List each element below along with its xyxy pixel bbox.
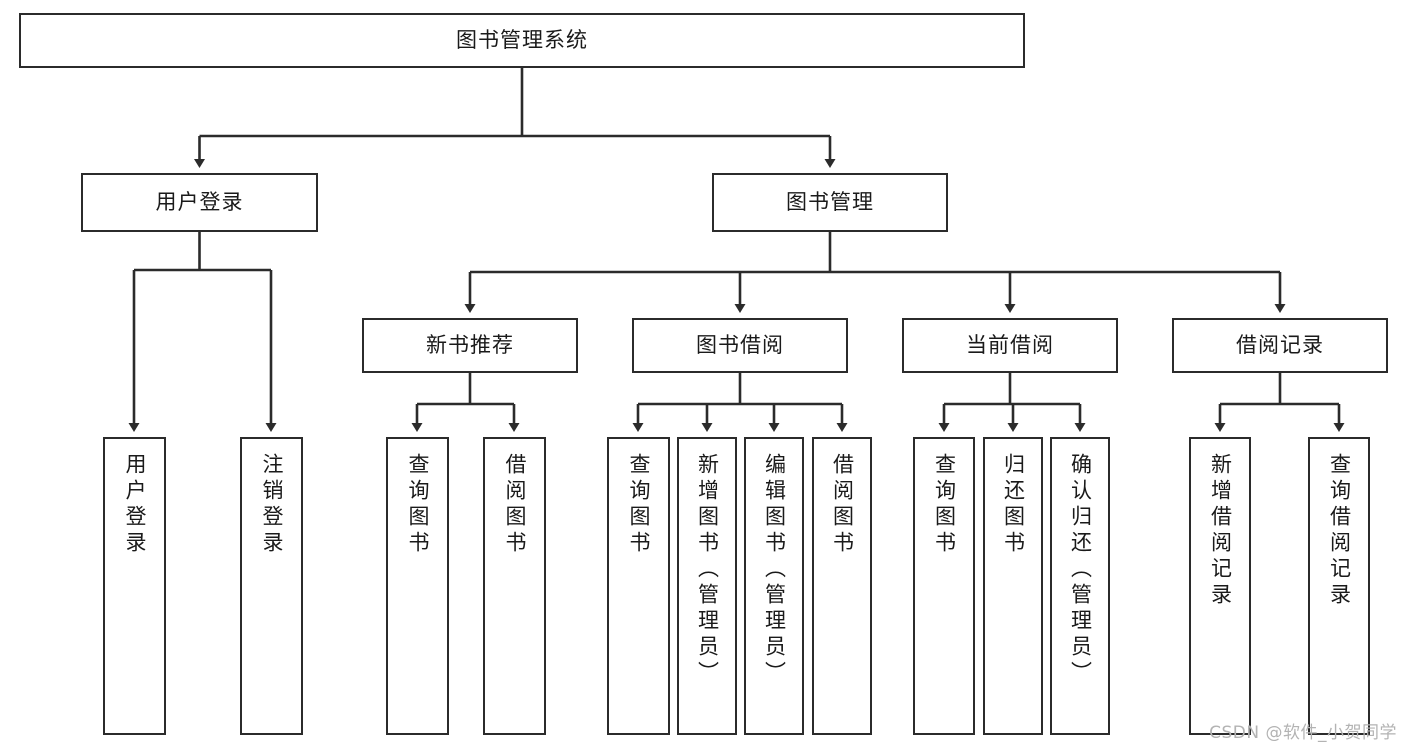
node-root-label: 图书管理系统 — [456, 28, 588, 53]
node-leaf[interactable]: 新增图书（管理员） — [677, 437, 737, 735]
node-leaf-label: 查询图书 — [406, 453, 430, 557]
node-leaf-label: 归还图书 — [1001, 453, 1026, 557]
node-leaf[interactable]: 编辑图书（管理员） — [744, 437, 804, 735]
node-leaf-label: 借阅图书 — [503, 453, 527, 557]
node-leaf[interactable]: 确认归还（管理员） — [1050, 437, 1110, 735]
node-leaf[interactable]: 归还图书 — [983, 437, 1043, 735]
node-level2-user-login[interactable]: 用户登录 — [81, 173, 318, 232]
node-leaf-label: 新增借阅记录 — [1208, 453, 1233, 609]
node-leaf-label: 查询借阅记录 — [1327, 453, 1352, 609]
node-leaf-label: 编辑图书（管理员） — [762, 453, 787, 687]
node-leaf-label: 新增图书（管理员） — [695, 453, 720, 687]
node-leaf-label: 查询图书 — [932, 453, 957, 557]
node-leaf[interactable]: 注销登录 — [240, 437, 303, 735]
node-leaf-label: 查询图书 — [627, 453, 651, 557]
node-level3-book-borrow-label: 图书借阅 — [696, 333, 784, 358]
node-leaf[interactable]: 借阅图书 — [483, 437, 546, 735]
node-leaf[interactable]: 查询图书 — [913, 437, 975, 735]
node-root[interactable]: 图书管理系统 — [19, 13, 1025, 68]
node-level3-borrow-record-label: 借阅记录 — [1236, 333, 1324, 358]
node-leaf[interactable]: 借阅图书 — [812, 437, 872, 735]
node-leaf[interactable]: 查询图书 — [386, 437, 449, 735]
node-leaf[interactable]: 新增借阅记录 — [1189, 437, 1251, 735]
node-level3-current-borrow[interactable]: 当前借阅 — [902, 318, 1118, 373]
node-leaf-label: 借阅图书 — [830, 453, 855, 557]
node-leaf-label: 用户登录 — [123, 453, 147, 557]
node-leaf-label: 注销登录 — [260, 453, 284, 557]
node-level3-current-borrow-label: 当前借阅 — [966, 333, 1054, 358]
node-level3-new-book-recommend-label: 新书推荐 — [426, 333, 514, 358]
node-level2-book-management[interactable]: 图书管理 — [712, 173, 948, 232]
node-level3-new-book-recommend[interactable]: 新书推荐 — [362, 318, 578, 373]
node-leaf[interactable]: 用户登录 — [103, 437, 166, 735]
node-leaf[interactable]: 查询图书 — [607, 437, 670, 735]
node-leaf[interactable]: 查询借阅记录 — [1308, 437, 1370, 735]
node-level3-borrow-record[interactable]: 借阅记录 — [1172, 318, 1388, 373]
node-leaf-label: 确认归还（管理员） — [1068, 453, 1093, 687]
node-level2-book-management-label: 图书管理 — [786, 190, 874, 215]
node-level2-user-login-label: 用户登录 — [155, 190, 244, 215]
node-level3-book-borrow[interactable]: 图书借阅 — [632, 318, 848, 373]
